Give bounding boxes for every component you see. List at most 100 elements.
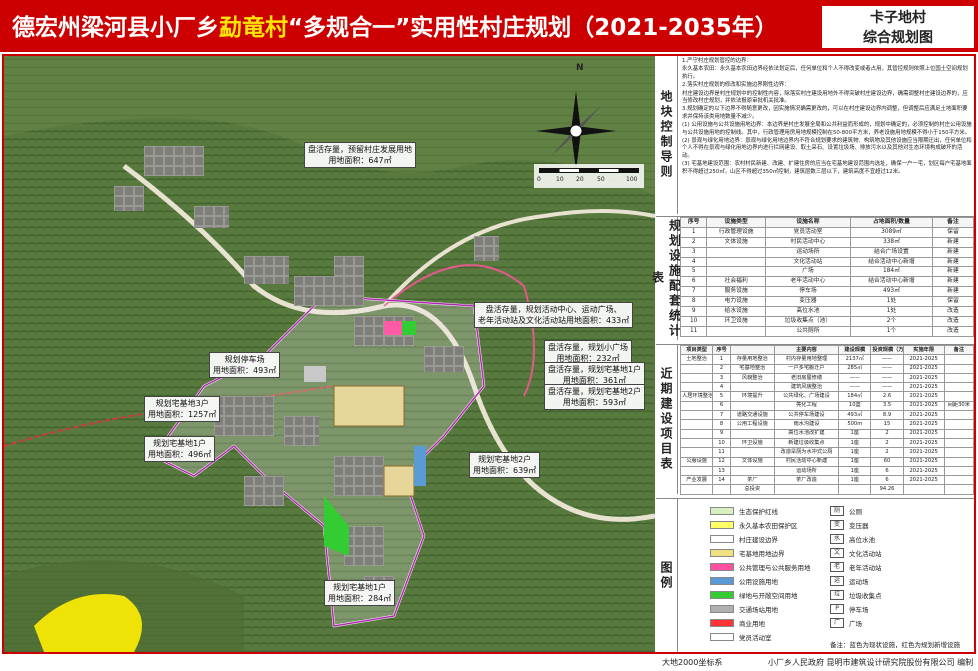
legend-item: 生态保护红线 [710, 505, 778, 517]
table-cell [706, 246, 766, 258]
table-cell: 老旧房屋修缮 [773, 372, 840, 384]
table-cell: 1 [679, 226, 708, 238]
table-cell: 2021-2025 [902, 447, 945, 458]
legend-symbol-icon: 广 [830, 618, 844, 628]
legend-symbol-item: 运运动场 [830, 575, 869, 587]
table-cell: 2 [679, 236, 708, 248]
table-cell: 保留 [931, 296, 975, 308]
table-cell: 9 [712, 428, 731, 439]
table-cell: 1座 [838, 447, 872, 458]
legend-text: 交通场站用地 [739, 606, 778, 614]
legend-item: 村庄建设边界 [710, 533, 778, 545]
table-cell [943, 428, 975, 439]
public-service-plot [384, 321, 402, 335]
table-cell: 11 [679, 325, 708, 337]
control-text: 1.严守村庄规划管控的边界： 永久基本农田：永久基本农田边界经依法划定后，任何单… [682, 58, 972, 175]
callout-parking: 规划停车场用地面积：493㎡ [209, 352, 281, 378]
legend-symbol-icon: 老 [830, 562, 844, 572]
table-cell: 500m [838, 419, 872, 430]
callout-homestead-1b: 规划宅基地1户用地面积：496㎡ [144, 436, 216, 462]
table-cell: 6 [712, 400, 731, 412]
legend-swatch [710, 549, 734, 557]
legend-item: 交通场站用地 [710, 603, 778, 615]
table-cell: 7 [712, 410, 731, 421]
table-cell: 2021-2025 [902, 419, 945, 430]
table-cell: 新建垃圾收集点 [773, 437, 840, 449]
legend-swatch [710, 563, 734, 571]
table-cell: 2021-2025 [902, 437, 945, 449]
table-cell [943, 382, 975, 393]
table-cell [679, 447, 714, 458]
table-cell: 4 [679, 256, 708, 268]
table-cell: 新建 [931, 276, 975, 288]
issuer: 小厂乡人民政府 昆明市建筑设计研究院股份有限公司 编制 [768, 658, 974, 667]
table-cell: 184㎡ [838, 391, 872, 402]
table-cell: 493㎡ [849, 286, 933, 298]
table-cell [943, 475, 975, 486]
table-cell: 1 [712, 354, 731, 365]
legend-item: 党员活动室 [710, 631, 772, 643]
legend-text: 村庄建设边界 [739, 536, 778, 544]
table-cell: 茶厂改造 [773, 475, 840, 486]
legend-symbol-icon: 水 [830, 534, 844, 544]
table-cell: 4 [712, 382, 731, 393]
table-cell: 1处 [849, 306, 933, 317]
compass-rose [536, 91, 616, 171]
scale-label: 10 [556, 176, 564, 183]
table-cell: 2021-2025 [902, 475, 945, 486]
legend-text: 文化活动站 [849, 550, 882, 558]
table-cell: 行政管理设施 [706, 226, 766, 238]
legend-item: 公用设施用地 [710, 575, 778, 587]
scale-label: 0 [537, 176, 541, 183]
table-cell: 2.6 [870, 391, 904, 402]
table-cell [712, 484, 731, 495]
table-cell: 电力设施 [706, 296, 766, 308]
table-cell: —— [870, 382, 904, 393]
table-cell: 公共绿化、广场建设 [773, 391, 840, 402]
table-cell: 2 [870, 447, 904, 458]
facilities-label: 规划设施配套统计表 [650, 217, 682, 340]
table-cell: 结合广场设置 [849, 246, 933, 258]
table-cell: 结合活动中心新增 [849, 276, 933, 288]
legend-item: 商业用地 [710, 617, 765, 629]
table-cell: 2021-2025 [902, 354, 945, 365]
green-space-plot [402, 321, 416, 335]
legend-text: 永久基本农田保护区 [739, 522, 798, 530]
legend-symbol-icon: 文 [830, 548, 844, 558]
legend-text: 商业用地 [739, 620, 765, 628]
table-cell [902, 484, 945, 495]
table-cell: —— [838, 382, 872, 393]
footer: 大地2000坐标系 小厂乡人民政府 昆明市建筑设计研究院股份有限公司 编制 [0, 654, 978, 671]
table-cell: 285㎡ [838, 363, 872, 374]
table-cell: 3089㎡ [849, 226, 933, 238]
upper-slope [4, 56, 655, 196]
table-cell: 94.26 [870, 484, 904, 495]
legend-text: 广场 [849, 620, 862, 628]
legend-text: 停车场 [849, 606, 869, 614]
table-cell: 环卫设施 [729, 437, 775, 449]
table-cell [729, 400, 775, 412]
table-cell: 184㎡ [849, 266, 933, 278]
table-cell: 493㎡ [838, 410, 872, 421]
table-cell: 1座 [838, 437, 872, 449]
table-cell: 2021-2025 [902, 456, 945, 467]
table-cell [943, 456, 975, 467]
table-cell [679, 363, 714, 374]
legend-text: 公用设施用地 [739, 578, 778, 586]
table-cell: 2021-2025 [902, 391, 945, 402]
aerial-map[interactable]: N 0 10 20 50 100 盘活存量，预留村庄发展用地用地面积：647㎡ … [4, 56, 655, 652]
table-cell: 1处 [849, 296, 933, 308]
legend-text: 绿地与开敞空间用地 [739, 592, 798, 600]
callout-homestead-1c: 规划宅基地1户用地面积：284㎡ [324, 580, 396, 606]
table-cell: 5 [712, 391, 731, 402]
table-cell: 党员活动室 [764, 226, 851, 238]
table-cell: 文体设施 [706, 236, 766, 248]
